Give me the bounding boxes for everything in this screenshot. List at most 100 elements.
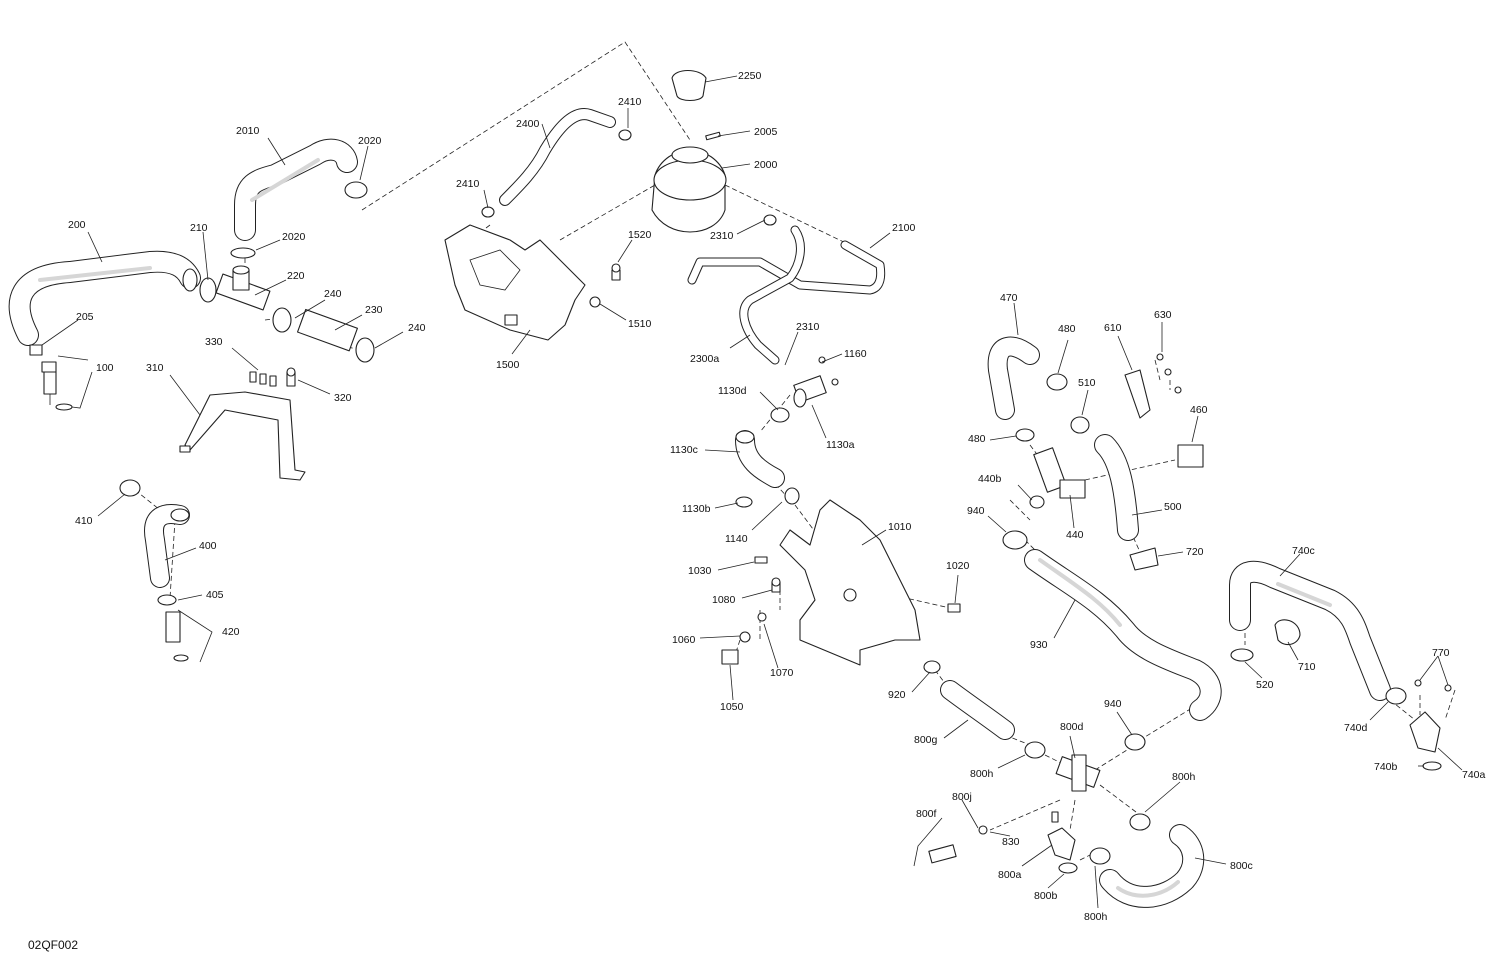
hose-200 xyxy=(8,250,201,346)
callout-1080: 1080 xyxy=(712,594,736,606)
callout-500: 500 xyxy=(1164,501,1182,513)
callout-220: 220 xyxy=(287,270,305,282)
callout-610: 610 xyxy=(1104,322,1122,334)
hose-2010 xyxy=(234,138,368,241)
bracket-1010 xyxy=(721,499,961,666)
callout-740c: 740c xyxy=(1292,545,1315,557)
callout-2310-upper: 2310 xyxy=(710,230,734,242)
callout-240-upper: 240 xyxy=(324,288,342,300)
callout-230: 230 xyxy=(365,304,383,316)
leader-lines xyxy=(41,75,1463,909)
callout-1130d: 1130d xyxy=(718,385,747,397)
hose-400 xyxy=(119,479,190,662)
callout-2300a: 2300a xyxy=(690,353,719,365)
callout-440: 440 xyxy=(1066,529,1084,541)
callout-800a: 800a xyxy=(998,869,1022,881)
callout-1140: 1140 xyxy=(725,533,748,545)
callout-1030: 1030 xyxy=(688,565,712,577)
hose-740c xyxy=(1229,560,1452,771)
callout-2000: 2000 xyxy=(754,159,778,171)
callout-800h-left: 800h xyxy=(970,768,994,780)
callout-480-lower: 480 xyxy=(968,433,986,445)
callout-800b: 800b xyxy=(1034,890,1058,902)
callout-800j: 800j xyxy=(952,791,972,803)
callout-710: 710 xyxy=(1298,661,1316,673)
callout-940-lower: 940 xyxy=(1104,698,1122,710)
callout-2020-upper: 2020 xyxy=(358,135,382,147)
callout-1130c: 1130c xyxy=(670,444,698,456)
callout-1500: 1500 xyxy=(496,359,520,371)
thermostat-1130 xyxy=(735,356,839,508)
callout-330: 330 xyxy=(205,336,223,348)
callout-2410-upper: 2410 xyxy=(618,96,642,108)
callout-320: 320 xyxy=(334,392,352,404)
bracket-310 xyxy=(179,367,306,481)
callout-800g: 800g xyxy=(914,734,938,746)
callout-470: 470 xyxy=(1000,292,1018,304)
assembly-lines xyxy=(134,41,1456,861)
callout-400: 400 xyxy=(199,540,217,552)
callout-2410-lower: 2410 xyxy=(456,178,480,190)
callout-420: 420 xyxy=(222,626,240,638)
reservoir-2000 xyxy=(651,69,727,233)
callout-800c: 800c xyxy=(1230,860,1253,872)
callout-410: 410 xyxy=(75,515,93,527)
callout-1510: 1510 xyxy=(628,318,652,330)
callout-1070: 1070 xyxy=(770,667,794,679)
sensor-100 xyxy=(29,344,73,411)
callout-770: 770 xyxy=(1432,647,1450,659)
callout-1160: 1160 xyxy=(844,348,867,360)
callout-1050: 1050 xyxy=(720,701,744,713)
hose-800g xyxy=(923,660,1146,759)
callout-labels: 100 200 205 210 220 230 240 240 310 320 … xyxy=(68,70,1486,923)
hose-470 xyxy=(987,336,1090,442)
callout-940-upper: 940 xyxy=(967,505,985,517)
hose-930 xyxy=(1002,530,1222,721)
callout-1060: 1060 xyxy=(672,634,696,646)
callout-210: 210 xyxy=(190,222,208,234)
callout-1130b: 1130b xyxy=(682,503,711,515)
thermostat-440 xyxy=(1029,353,1204,509)
callout-720: 720 xyxy=(1186,546,1204,558)
callout-200: 200 xyxy=(68,219,86,231)
callout-2010: 2010 xyxy=(236,125,260,137)
callout-405: 405 xyxy=(206,589,224,601)
callout-2005: 2005 xyxy=(754,126,778,138)
callout-740b: 740b xyxy=(1374,761,1398,773)
callout-480-upper: 480 xyxy=(1058,323,1076,335)
callout-920: 920 xyxy=(888,689,906,701)
diagram-code: 02QF002 xyxy=(28,938,79,952)
callout-800d: 800d xyxy=(1060,721,1084,733)
hose-2100 xyxy=(687,214,886,365)
callout-630: 630 xyxy=(1154,309,1172,321)
hose-800c xyxy=(1089,824,1205,908)
callout-1010: 1010 xyxy=(888,521,912,533)
callout-2100: 2100 xyxy=(892,222,916,234)
tube-230 xyxy=(272,307,375,363)
cross-fitting-800d xyxy=(928,754,1151,874)
hose-2400 xyxy=(481,108,632,218)
callout-740a: 740a xyxy=(1462,769,1486,781)
callout-1020: 1020 xyxy=(946,560,970,572)
callout-800h-bottom: 800h xyxy=(1084,911,1108,923)
callout-440b: 440b xyxy=(978,473,1002,485)
callout-2250: 2250 xyxy=(738,70,762,82)
callout-510: 510 xyxy=(1078,377,1096,389)
callout-930: 930 xyxy=(1030,639,1048,651)
callout-2310-lower: 2310 xyxy=(796,321,820,333)
callout-460: 460 xyxy=(1190,404,1208,416)
callout-2400: 2400 xyxy=(516,118,540,130)
callout-740d: 740d xyxy=(1344,722,1368,734)
callout-800f: 800f xyxy=(916,808,937,820)
callout-310: 310 xyxy=(146,362,164,374)
callout-800h-right: 800h xyxy=(1172,771,1196,783)
callout-205: 205 xyxy=(76,311,94,323)
callout-830: 830 xyxy=(1002,836,1020,848)
hose-500 xyxy=(1094,434,1159,571)
callout-1520: 1520 xyxy=(628,229,652,241)
callout-2020-lower: 2020 xyxy=(282,231,306,243)
bracket-1500 xyxy=(444,224,621,341)
callout-240-lower: 240 xyxy=(408,322,426,334)
callout-1130a: 1130a xyxy=(826,439,855,451)
